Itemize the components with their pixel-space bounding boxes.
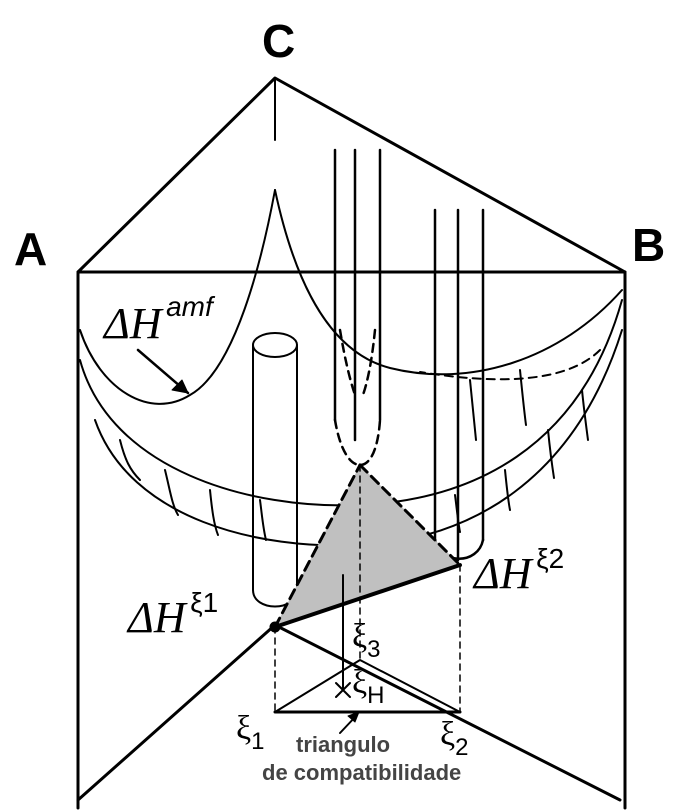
label-delta-h-amf: ΔH amf xyxy=(104,293,213,348)
cylinder-xi2 xyxy=(433,208,485,562)
xi3-subscript: 3 xyxy=(367,636,381,663)
compatibility-triangle-upper xyxy=(275,465,460,627)
label-delta-h-xi1: ΔH ξ1 xyxy=(128,589,218,642)
delta-h-amf-base: ΔH xyxy=(104,299,162,348)
tri-edge-right xyxy=(358,463,462,567)
xi1-point xyxy=(269,621,281,633)
label-xi3: ξ3 xyxy=(352,618,381,662)
surface-back-ridge xyxy=(419,349,601,381)
delta-h-xi2-sup: ξ2 xyxy=(536,543,565,574)
caption-arrow-head xyxy=(347,711,360,723)
delta-h-xi1-base: ΔH xyxy=(128,593,186,642)
tri-edge-left xyxy=(273,463,362,629)
delta-h-amf-sup: amf xyxy=(166,291,213,322)
surface-amf-right xyxy=(274,189,623,376)
xi1-base-subscript: 1 xyxy=(251,728,265,755)
surface-amf-left xyxy=(79,189,276,405)
xiH-symbol: ξ xyxy=(352,664,368,701)
tri-edge-bottom xyxy=(273,563,462,629)
xi2-base-subscript: 2 xyxy=(455,734,469,761)
projection-lines xyxy=(274,464,461,713)
label-xi1-base: ξ1 xyxy=(236,710,265,754)
xi1-base-symbol: ξ xyxy=(236,710,252,747)
xi3-symbol: ξ xyxy=(352,618,368,655)
caption-line1: triangulo xyxy=(296,732,391,757)
cylinder-xi1 xyxy=(252,332,298,608)
label-xiH: ξH xyxy=(352,664,385,708)
delta-h-xi2-base: ΔH xyxy=(474,549,532,598)
base-edge-left xyxy=(76,623,277,802)
vertex-c-label: C xyxy=(262,15,296,67)
vertex-b-label: B xyxy=(632,219,666,271)
xi2-base-symbol: ξ xyxy=(440,716,456,753)
label-delta-h-xi2: ΔH ξ2 xyxy=(474,545,564,598)
label-xi2-base: ξ2 xyxy=(440,716,469,760)
vertex-a-label: A xyxy=(14,223,48,275)
xiH-subscript: H xyxy=(367,682,385,709)
prism-top-triangle xyxy=(76,76,627,274)
caption-line2: de compatibilidade xyxy=(262,760,462,785)
delta-h-xi1-sup: ξ1 xyxy=(190,587,219,618)
xiH-marker xyxy=(335,682,351,698)
amf-arrow-head xyxy=(171,379,189,394)
cylinder-xi3 xyxy=(333,148,382,467)
